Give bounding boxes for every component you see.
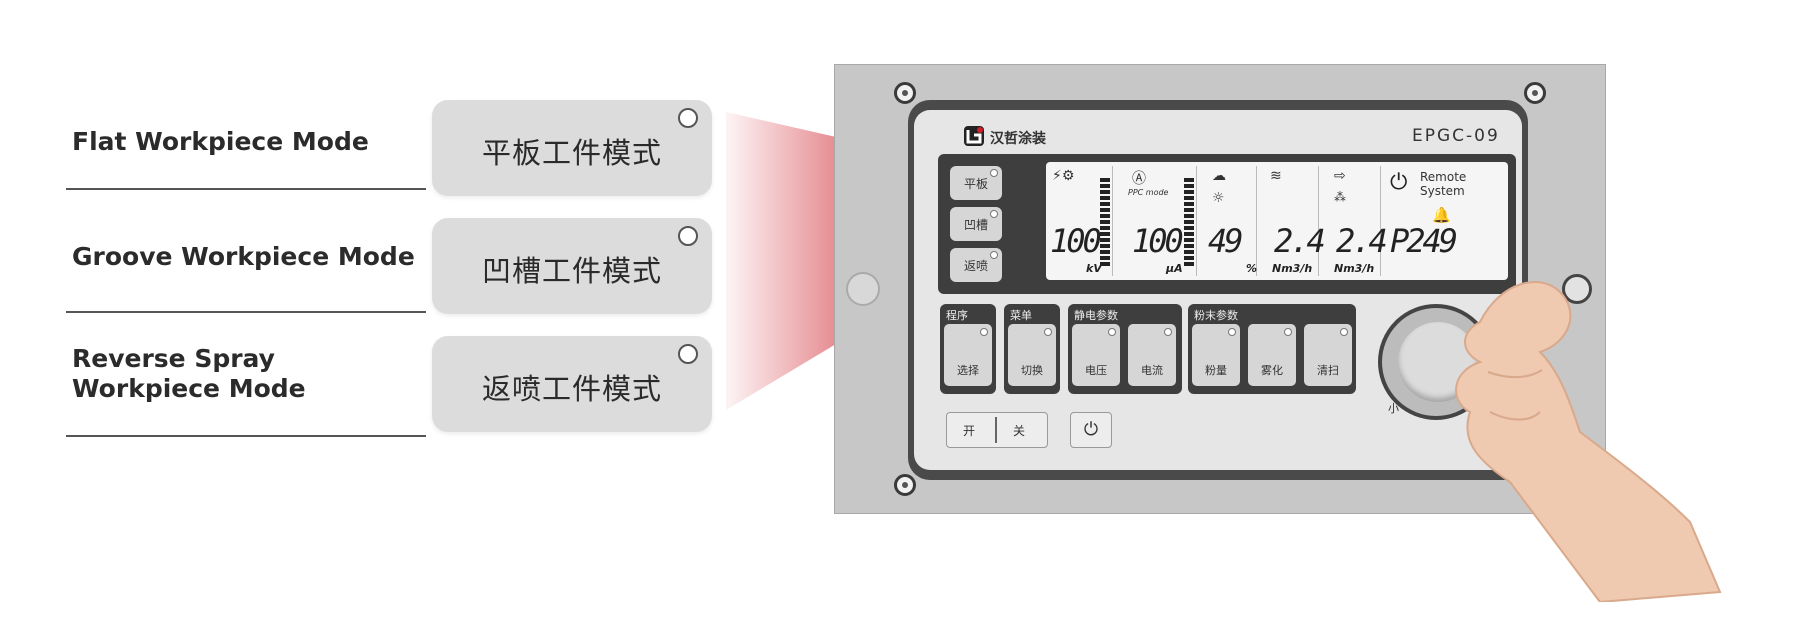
device-mode-reverse-button[interactable]: 返喷 — [950, 248, 1002, 282]
knob-min-label: 小 — [1388, 402, 1399, 415]
button-label: 凹槽 — [963, 218, 988, 232]
device-mode-groove-button[interactable]: 凹槽 — [950, 207, 1002, 241]
indicator-led — [990, 210, 998, 218]
feature-title-flat: Flat Workpiece Mode — [72, 127, 369, 156]
button-label: 电压 — [1085, 364, 1107, 377]
screw-icon — [894, 82, 916, 104]
hand-image — [1455, 281, 1722, 602]
screw-icon — [894, 474, 916, 496]
lightning-gear-icon: ⚡⚙ — [1052, 168, 1075, 184]
off-label: 关 — [1013, 424, 1026, 438]
flow2-unit: Nm3/h — [1334, 262, 1375, 275]
flow2-value: 2.4 — [1336, 222, 1388, 260]
ppc-mode-label: PPC mode — [1128, 188, 1169, 197]
airflow-icon: ≋ — [1270, 168, 1282, 184]
flow1-unit: Nm3/h — [1272, 262, 1313, 275]
side-button[interactable] — [846, 272, 880, 306]
flow1-value: 2.4 — [1274, 222, 1326, 260]
divider — [66, 188, 426, 190]
lcd-divider — [1256, 166, 1257, 276]
group-title: 静电参数 — [1074, 309, 1118, 322]
current-button[interactable]: 电流 — [1128, 324, 1176, 386]
flat-mode-button[interactable]: 平板工件模式 — [432, 100, 712, 196]
atomize-button[interactable]: 雾化 — [1248, 324, 1296, 386]
percent-value: 49 — [1208, 222, 1243, 260]
voltage-unit: kV — [1086, 262, 1102, 275]
powder-amount-button[interactable]: 粉量 — [1192, 324, 1240, 386]
screw-icon — [1524, 82, 1546, 104]
indicator-led — [1228, 328, 1236, 336]
lcd-divider — [1112, 166, 1113, 276]
spray-gun-icon: ⇨ — [1334, 168, 1346, 184]
cloud-icon: ☁ — [1212, 168, 1226, 184]
menu-group: 菜单 切换 — [1004, 304, 1060, 394]
remote-system-label: Remote System — [1420, 170, 1467, 198]
current-value: 100 — [1132, 222, 1184, 260]
button-label: 清扫 — [1317, 364, 1339, 377]
indicator-led — [1164, 328, 1172, 336]
brand-name: 汉哲涂装 — [990, 131, 1046, 147]
brand-logo-icon — [964, 126, 984, 146]
electrostatic-group: 静电参数 电压 电流 — [1068, 304, 1182, 394]
group-title: 粉末参数 — [1194, 309, 1238, 322]
lcd-divider — [1380, 166, 1381, 276]
program-group: 程序 选择 — [940, 304, 996, 394]
reverse-mode-button[interactable]: 返喷工件模式 — [432, 336, 712, 432]
power-icon: ⏻ — [1083, 419, 1099, 440]
divider — [66, 435, 426, 437]
divider — [995, 417, 997, 443]
power-button[interactable]: ⏻ — [1070, 412, 1112, 448]
button-label: 粉量 — [1205, 364, 1227, 377]
percent-unit: % — [1246, 262, 1258, 275]
lcd-divider — [1196, 166, 1197, 276]
voltage-button[interactable]: 电压 — [1072, 324, 1120, 386]
button-label: 切换 — [1021, 364, 1043, 377]
button-label: 雾化 — [1261, 364, 1283, 377]
current-bargraph — [1184, 178, 1194, 268]
powder-icon: ⁂ — [1334, 190, 1346, 204]
lcd-divider — [1318, 166, 1319, 276]
switch-button[interactable]: 切换 — [1008, 324, 1056, 386]
indicator-led — [1284, 328, 1292, 336]
button-label: 选择 — [957, 364, 979, 377]
indicator-led — [678, 226, 698, 246]
powder-group: 粉末参数 粉量 雾化 清扫 — [1188, 304, 1356, 394]
reverse-mode-label: 返喷工件模式 — [481, 372, 662, 406]
group-title: 菜单 — [1010, 309, 1032, 322]
sun-icon: ☼ — [1212, 190, 1225, 206]
on-off-switch[interactable]: 开 关 — [946, 412, 1048, 448]
lcd-screen — [1046, 162, 1508, 280]
model-number: EPGC-09 — [1412, 126, 1500, 146]
alarm-bell-icon: 🔔 — [1432, 206, 1451, 224]
feature-title-reverse: Reverse Spray Workpiece Mode — [72, 344, 306, 403]
button-label: 返喷 — [963, 259, 988, 273]
indicator-led — [1044, 328, 1052, 336]
group-title: 程序 — [946, 309, 968, 322]
program-value: P249 — [1390, 222, 1458, 260]
indicator-led — [678, 108, 698, 128]
feature-title-groove: Groove Workpiece Mode — [72, 242, 415, 271]
flat-mode-label: 平板工件模式 — [481, 136, 662, 170]
select-button[interactable]: 选择 — [944, 324, 992, 386]
device-mode-flat-button[interactable]: 平板 — [950, 166, 1002, 200]
on-label: 开 — [963, 424, 976, 438]
button-label: 电流 — [1141, 364, 1163, 377]
divider — [66, 311, 426, 313]
indicator-led — [980, 328, 988, 336]
indicator-led — [1108, 328, 1116, 336]
indicator-led — [990, 251, 998, 259]
voltage-bargraph — [1100, 178, 1110, 268]
groove-mode-label: 凹槽工件模式 — [481, 254, 662, 288]
voltage-value: 100 — [1050, 222, 1102, 260]
power-icon: ⏻ — [1390, 170, 1408, 195]
side-button[interactable] — [1562, 274, 1592, 304]
indicator-led — [678, 344, 698, 364]
ampere-icon: Ⓐ — [1132, 171, 1146, 187]
button-label: 平板 — [963, 177, 988, 191]
indicator-led — [990, 169, 998, 177]
indicator-led — [1340, 328, 1348, 336]
current-unit: μA — [1166, 262, 1183, 275]
groove-mode-button[interactable]: 凹槽工件模式 — [432, 218, 712, 314]
clean-button[interactable]: 清扫 — [1304, 324, 1352, 386]
